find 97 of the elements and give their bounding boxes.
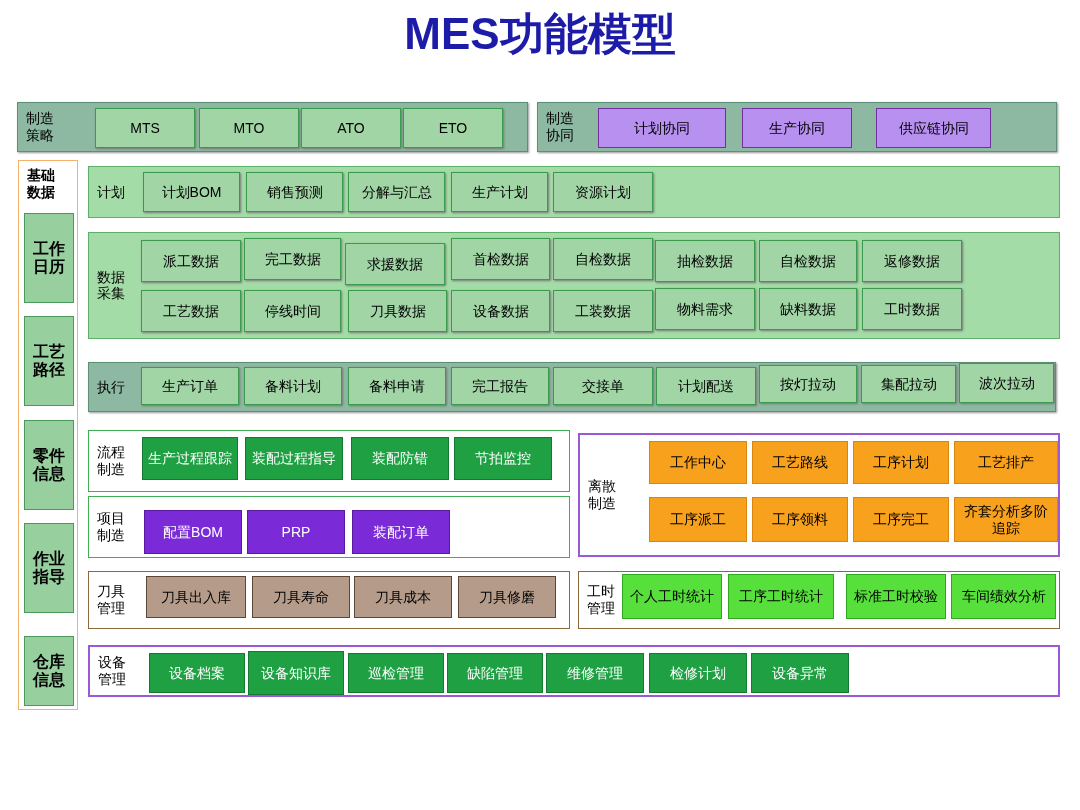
category-heading: 执行 [97,378,126,396]
category-band [537,102,1057,152]
category-heading: 离散制造 [588,478,617,512]
category-heading: 项目制造 [97,510,126,544]
function-box: 备料计划 [244,367,342,405]
function-box: 设备数据 [451,290,550,332]
function-box: 交接单 [553,367,653,405]
category-heading: 刀具管理 [97,583,126,617]
function-box: 生产订单 [141,367,239,405]
function-box: 工序领料 [752,497,848,542]
function-box: 个人工时统计 [622,574,722,619]
category-heading: 流程制造 [97,444,126,478]
function-box: 生产协同 [742,108,852,148]
function-box: 配置BOM [144,510,242,554]
function-box: 装配防错 [351,437,449,480]
function-box: 刀具数据 [348,290,447,332]
function-box: MTS [95,108,195,148]
function-box: 返修数据 [862,240,962,282]
function-box: ATO [301,108,401,148]
category-panel [18,160,78,710]
function-box: 工艺数据 [141,290,241,332]
category-heading: 制造策略 [26,110,55,144]
category-heading: 数据采集 [97,268,126,303]
function-box: 工装数据 [553,290,653,332]
function-box: 设备知识库 [248,651,344,695]
category-band [88,166,1060,218]
function-box: MTO [199,108,299,148]
side-module-box: 工作日历 [24,213,74,303]
category-panel [88,430,570,492]
function-box: 节拍监控 [454,437,552,480]
category-band [17,102,528,152]
function-box: 分解与汇总 [348,172,445,212]
category-heading: 基础数据 [27,167,56,201]
function-box: 检修计划 [649,653,747,693]
function-box: 工序完工 [853,497,949,542]
function-box: 车间绩效分析 [951,574,1056,619]
side-module-box: 仓库信息 [24,636,74,706]
function-box: 计划BOM [143,172,240,212]
function-box: 完工数据 [244,238,341,280]
category-panel [578,433,1060,557]
function-box: 刀具出入库 [146,576,246,618]
function-box: 波次拉动 [959,363,1054,403]
category-heading: 制造协同 [546,110,575,144]
diagram-title: MES功能模型 [404,8,676,60]
function-box: 备料申请 [348,367,446,405]
function-box: 首检数据 [451,238,550,280]
function-box: 巡检管理 [348,653,444,693]
category-panel [578,571,1060,629]
function-box: 计划协同 [598,108,726,148]
function-box: 计划配送 [656,367,756,405]
function-box: 自检数据 [553,238,653,280]
function-box: 工作中心 [649,441,747,484]
category-band [88,362,1056,412]
function-box: 工艺排产 [954,441,1058,484]
function-box: 派工数据 [141,240,241,282]
function-box: 生产过程跟踪 [142,437,238,480]
function-box: 工艺路线 [752,441,848,484]
function-box: 工序工时统计 [728,574,834,619]
function-box: 停线时间 [244,290,341,332]
function-box: 供应链协同 [876,108,991,148]
function-box: 刀具成本 [354,576,452,618]
side-module-box: 零件信息 [24,420,74,510]
category-heading: 设备管理 [98,654,127,688]
function-box: 抽检数据 [655,240,755,282]
function-box: 工时数据 [862,288,962,330]
function-box: 标准工时校验 [846,574,946,619]
function-box: 刀具寿命 [252,576,350,618]
function-box: 齐套分析多阶追踪 [954,497,1058,542]
category-panel [88,496,570,558]
function-box: 生产计划 [451,172,548,212]
category-band [88,232,1060,339]
function-box: 刀具修磨 [458,576,556,618]
function-box: 维修管理 [546,653,644,693]
function-box: 按灯拉动 [759,365,857,403]
function-box: 资源计划 [553,172,653,212]
function-box: 设备档案 [149,653,245,693]
function-box: 工序计划 [853,441,949,484]
function-box: 销售预测 [246,172,343,212]
function-box: 完工报告 [451,367,549,405]
function-box: 集配拉动 [861,365,956,403]
function-box: ETO [403,108,503,148]
function-box: 装配订单 [352,510,450,554]
function-box: 求援数据 [345,243,445,285]
category-heading: 计划 [97,183,126,201]
function-box: 缺料数据 [759,288,857,330]
function-box: 自检数据 [759,240,857,282]
function-box: PRP [247,510,345,554]
function-box: 物料需求 [655,288,755,330]
function-box: 缺陷管理 [447,653,543,693]
category-panel [88,645,1060,697]
function-box: 工序派工 [649,497,747,542]
side-module-box: 工艺路径 [24,316,74,406]
category-heading: 工时管理 [587,583,616,617]
side-module-box: 作业指导 [24,523,74,613]
function-box: 装配过程指导 [245,437,343,480]
category-panel [88,571,570,629]
function-box: 设备异常 [751,653,849,693]
